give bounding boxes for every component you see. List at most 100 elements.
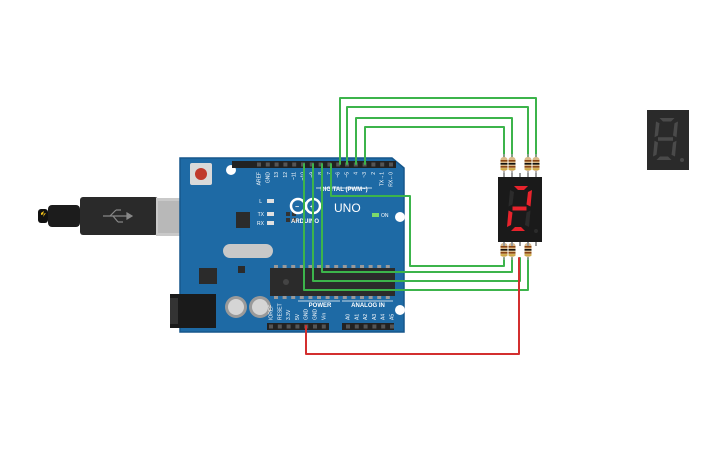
pin-label: 5V — [295, 313, 301, 320]
icsp-header — [286, 212, 296, 222]
pin-label: A1 — [354, 314, 360, 320]
header-pin[interactable] — [363, 324, 368, 329]
seven-segment-preview[interactable] — [647, 110, 689, 170]
header-pin[interactable] — [313, 324, 317, 329]
wire-green[interactable] — [339, 97, 537, 165]
segment-c — [525, 210, 531, 227]
header-pin[interactable] — [269, 324, 273, 329]
header-pin[interactable] — [327, 162, 332, 167]
wires — [303, 97, 537, 355]
header-pin[interactable] — [354, 324, 359, 329]
pin-label: A0 — [346, 314, 352, 320]
pin-label: 13 — [274, 172, 280, 178]
resistor[interactable] — [532, 154, 540, 174]
segment-b — [526, 190, 532, 207]
resistor-group[interactable] — [500, 154, 540, 260]
resistor[interactable] — [500, 154, 508, 174]
pin-label: GND — [304, 309, 310, 321]
decimal-point — [534, 229, 538, 233]
digital-label: DIGITAL (PWM~) — [320, 187, 367, 193]
reset-button[interactable] — [190, 163, 212, 185]
mounting-hole — [395, 212, 405, 222]
resistor[interactable] — [524, 154, 532, 174]
header-pin[interactable] — [265, 162, 270, 167]
led-l: L — [259, 199, 274, 205]
pin-label: 2 — [371, 172, 377, 175]
segment-a — [659, 118, 675, 122]
pin-label: 12 — [283, 172, 289, 178]
segment-d — [511, 227, 525, 231]
header-pin[interactable] — [372, 324, 377, 329]
svg-text:RX: RX — [257, 221, 265, 227]
wire-red[interactable] — [305, 257, 520, 355]
power-label: POWER — [309, 303, 332, 309]
segment-f — [654, 121, 660, 138]
crystal-oscillator — [223, 244, 273, 258]
pin-label: GND — [313, 309, 319, 321]
pin-label: A3 — [372, 314, 378, 320]
preview-digit — [653, 118, 684, 162]
header-pin[interactable] — [390, 324, 394, 329]
segment-b — [673, 121, 678, 138]
pin-label: 3.3V — [286, 309, 292, 320]
header-pin[interactable] — [321, 324, 326, 329]
header-pin[interactable] — [346, 324, 350, 329]
pin-label: GND — [265, 172, 271, 184]
pin-label: ~3 — [362, 172, 368, 178]
pin-label: AREF — [257, 172, 263, 185]
pin-label: A2 — [363, 314, 369, 320]
header-pin[interactable] — [371, 162, 376, 167]
usb-chip — [236, 212, 250, 228]
header-pin[interactable] — [277, 324, 282, 329]
resistor[interactable] — [500, 240, 508, 260]
header-pin[interactable] — [295, 324, 300, 329]
header-pin[interactable] — [381, 324, 386, 329]
wire-green[interactable] — [355, 117, 513, 165]
usb-icon — [103, 209, 134, 223]
segment-a — [514, 186, 528, 190]
resistor[interactable] — [508, 154, 516, 174]
svg-text:TX: TX — [258, 212, 265, 218]
capacitor — [249, 296, 271, 318]
analog-label: ANALOG IN — [351, 303, 385, 309]
wire-green[interactable] — [303, 163, 529, 291]
wire-green[interactable] — [364, 126, 505, 165]
header-pin[interactable] — [389, 162, 393, 167]
usb-cable[interactable] — [38, 197, 196, 236]
header-pin[interactable] — [283, 162, 288, 167]
pin-label: 4 — [353, 172, 359, 175]
header-pin[interactable] — [309, 162, 314, 167]
pin-label: A4 — [381, 314, 387, 320]
pin-label: ~11 — [292, 172, 298, 180]
header-pin[interactable] — [257, 162, 261, 167]
decimal-point — [680, 158, 684, 162]
header-pin[interactable] — [336, 162, 341, 167]
resistor[interactable] — [524, 240, 532, 260]
board-model-label: UNO — [334, 201, 361, 215]
pin-label: RESET — [277, 303, 283, 320]
segment-e — [653, 140, 658, 157]
header-pin[interactable] — [274, 162, 279, 167]
pin-label: ~5 — [345, 172, 351, 178]
svg-text:ARDUINO: ARDUINO — [291, 219, 319, 225]
capacitor — [225, 296, 247, 318]
segment-g — [658, 137, 673, 141]
header-pin[interactable] — [380, 162, 385, 167]
pin-label: A5 — [390, 314, 396, 320]
led-rx: RX — [257, 221, 274, 227]
voltage-regulator — [199, 268, 217, 284]
header-pin[interactable] — [286, 324, 291, 329]
header-pin[interactable] — [292, 162, 297, 167]
seven-segment-display[interactable] — [498, 173, 542, 246]
wire-green[interactable] — [321, 163, 513, 273]
power-led: ON — [372, 213, 389, 219]
header-pin[interactable] — [318, 162, 323, 167]
pin-label: RX←0 — [389, 172, 395, 187]
wire-green[interactable] — [346, 106, 529, 165]
arduino-uno-board[interactable]: L TX RX − + ARDUINO UNO ON — [170, 157, 405, 333]
wire-green[interactable] — [330, 163, 505, 267]
pin-label: ~6 — [336, 172, 342, 178]
